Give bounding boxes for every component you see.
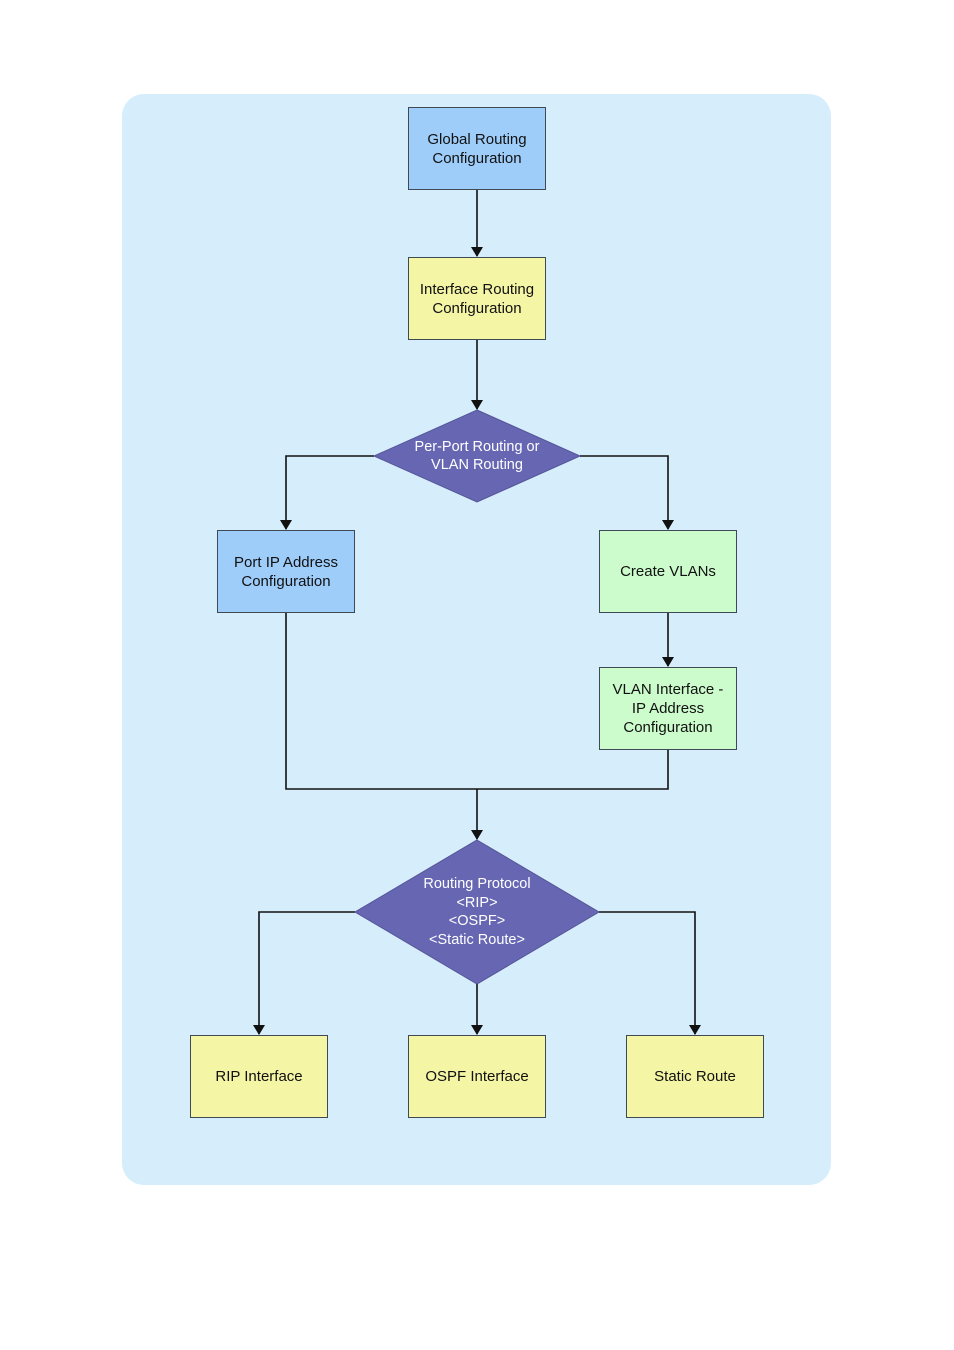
interface-routing-config-label: Interface Routing Configuration <box>419 280 535 317</box>
interface-routing-config-box: Interface Routing Configuration <box>408 257 546 340</box>
global-routing-config-box: Global Routing Configuration <box>408 107 546 190</box>
create-vlans-label: Create VLANs <box>620 563 716 580</box>
routing-protocol-label: Routing Protocol <RIP> <OSPF> <Static Ro… <box>423 876 531 948</box>
decision-diamond-port-vlan <box>372 409 582 503</box>
port-vlan-decision-label-wrap: Per-Port Routing or VLAN Routing <box>384 426 570 486</box>
connector-protocol-to-static <box>599 911 701 1035</box>
create-vlans-box: Create VLANs <box>599 530 737 613</box>
routing-protocol-label-wrap: Routing Protocol <RIP> <OSPF> <Static Ro… <box>387 868 567 956</box>
vlan-interface-config-label: VLAN Interface - IP Address Configuratio… <box>612 681 724 736</box>
global-routing-config-label: Global Routing Configuration <box>427 130 527 167</box>
port-ip-config-box: Port IP Address Configuration <box>217 530 355 613</box>
vlan-interface-config-box: VLAN Interface - IP Address Configuratio… <box>599 667 737 750</box>
ospf-interface-box: OSPF Interface <box>408 1035 546 1118</box>
connector-decision-to-create-vlans <box>580 455 674 530</box>
static-route-label: Static Route <box>654 1068 736 1085</box>
connector-protocol-to-rip <box>253 911 355 1035</box>
rip-interface-box: RIP Interface <box>190 1035 328 1118</box>
connector-decision-to-port-ip <box>280 455 374 530</box>
port-vlan-decision-label: Per-Port Routing or VLAN Routing <box>414 438 540 474</box>
static-route-box: Static Route <box>626 1035 764 1118</box>
rip-interface-label: RIP Interface <box>215 1068 303 1085</box>
ospf-interface-label: OSPF Interface <box>425 1068 529 1085</box>
port-ip-config-label: Port IP Address Configuration <box>234 553 338 590</box>
